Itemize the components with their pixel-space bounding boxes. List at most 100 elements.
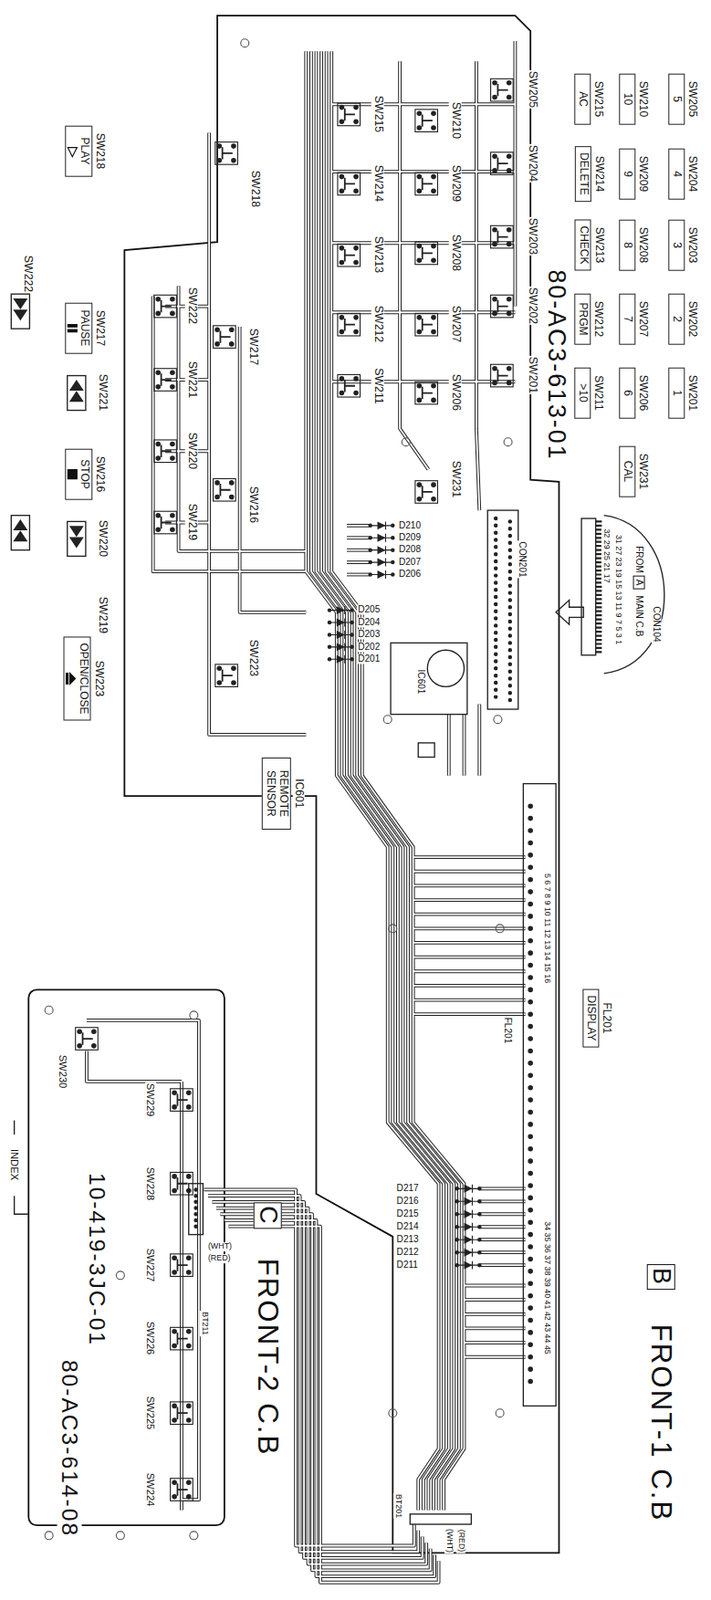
key-icon	[66, 464, 78, 485]
silk-label: 5 6 7 8 9 10 11 12 13 14 15 16	[542, 872, 552, 984]
silk-label: SW226	[145, 1320, 157, 1357]
legend-text: STOP	[77, 459, 91, 489]
legend-box: 4	[668, 147, 685, 199]
components	[14, 510, 665, 1525]
silk-label: D212	[396, 1246, 420, 1257]
legend-text: OPEN/CLOSE	[75, 642, 89, 714]
silk-label: SW230	[57, 1053, 69, 1089]
switch-ref: SW218	[94, 132, 106, 170]
switch-ref: SW211	[592, 374, 605, 411]
key-icon	[66, 140, 78, 161]
legend-box: DELETE	[574, 146, 591, 202]
silk-label: 80-AC3-613-01	[542, 268, 569, 461]
key-legend: SW2011	[668, 366, 699, 419]
silk-label: (RED)	[456, 1527, 466, 1553]
switch-ref: SW203	[686, 225, 699, 263]
silk-label: D215	[396, 1208, 420, 1219]
switch-ref: SW207	[637, 300, 649, 338]
silk-label: D213	[396, 1233, 420, 1245]
silk-label: (WHT)	[444, 1527, 454, 1554]
switch-ref: SW214	[592, 154, 605, 192]
switch-ref: SW215	[592, 80, 605, 118]
silk-label: SW210	[449, 101, 462, 140]
legend-box: DISPLAY	[582, 988, 599, 1047]
silk-label: MAIN C.B	[633, 595, 644, 638]
silk-label: SW205	[526, 70, 540, 109]
copper-traces	[86, 41, 526, 1583]
silk-label: (RED)	[207, 1254, 232, 1264]
key-legend: SW2055	[668, 73, 699, 126]
key-legend: SW2077	[618, 293, 649, 346]
legend-box: 5	[668, 73, 685, 126]
legend-box: 3	[668, 219, 685, 271]
legend-text: 4	[669, 170, 683, 178]
silk-label: 32 29 25 21 17	[601, 527, 611, 584]
key-legend: SW217PAUSE	[64, 303, 106, 355]
silk-label: SW222	[185, 286, 199, 325]
switch-ref: SW216	[94, 455, 106, 493]
key-icon-shape	[67, 146, 77, 157]
legend-text: CHECK	[576, 225, 590, 264]
silk-label: SW229	[145, 1081, 157, 1118]
key-legend: SW215AC	[574, 73, 605, 126]
legend-box: STOP	[64, 449, 93, 501]
silk-label: FL201	[501, 1015, 513, 1045]
legend-box: 10	[618, 73, 636, 126]
silk-label: BT201	[393, 1493, 403, 1519]
legend-box: PAUSE	[64, 303, 93, 355]
switch-ref: SW210	[637, 80, 649, 118]
key-legend: SW211>10	[574, 366, 605, 419]
legend-text: AC	[575, 91, 589, 107]
key-legend: SW213CHECK	[575, 219, 606, 271]
silk-label: SW215	[371, 94, 385, 134]
legend-box: 7	[618, 293, 636, 346]
legend-box: CAL	[618, 446, 636, 498]
silk-label: SW228	[145, 1165, 157, 1202]
switch-ref: SW206	[637, 374, 649, 412]
silk-label: SW207	[449, 304, 462, 344]
legend-box: PLAY	[64, 125, 93, 178]
silk-label: FROM	[633, 544, 644, 575]
legend-text: PAUSE	[77, 310, 91, 347]
legend-text: 7	[620, 315, 634, 323]
silk-label: SW224	[145, 1471, 157, 1507]
silk-label: SW223	[246, 638, 260, 678]
switch-ref: SW208	[637, 225, 649, 263]
silk-label: D203	[356, 629, 381, 640]
switch-ref: SW231	[637, 452, 649, 491]
silk-label: FRONT-2 C.B	[251, 1256, 283, 1457]
switch-ref: SW202	[686, 300, 699, 338]
diodes	[327, 521, 482, 1269]
legend-text: >10	[575, 383, 589, 402]
legend-box: 6	[618, 366, 636, 419]
silk-label: SW202	[526, 286, 540, 325]
switch-ref: SW217	[94, 309, 106, 347]
switch-ref: SW212	[592, 300, 605, 338]
boxed-letter: C	[252, 1202, 282, 1230]
silk-label: SW209	[449, 164, 462, 203]
silk-label: SW204	[526, 144, 540, 183]
silk-label: SW203	[526, 217, 540, 256]
silk-label: D202	[356, 641, 381, 652]
silk-label: 10-419-3JC-01	[84, 1171, 110, 1348]
switch-ref: SW204	[686, 154, 699, 192]
switch-ref: IC601	[292, 777, 305, 809]
switch-ref: FL201	[600, 1001, 613, 1035]
silk-label: SW214	[371, 164, 385, 203]
switch-ref: SW209	[637, 154, 649, 192]
legend-text: 9	[620, 170, 634, 178]
silk-label: IC601	[415, 668, 426, 695]
silk-label: D209	[397, 532, 422, 543]
boxed-letter: B	[646, 1264, 675, 1290]
silk-label: SW216	[246, 485, 260, 524]
silk-label: D205	[356, 605, 381, 616]
key-legend: SW2044	[668, 147, 699, 199]
legend-text: 8	[620, 241, 634, 249]
legend-text: 10	[620, 93, 634, 105]
silk-label: 80-AC3-614-08	[56, 1359, 82, 1538]
silk-label: SW212	[371, 304, 385, 344]
switch-ref: SW205	[686, 80, 699, 118]
legend-box: 8	[618, 219, 636, 271]
key-legend: SW212PRGM	[574, 293, 605, 346]
